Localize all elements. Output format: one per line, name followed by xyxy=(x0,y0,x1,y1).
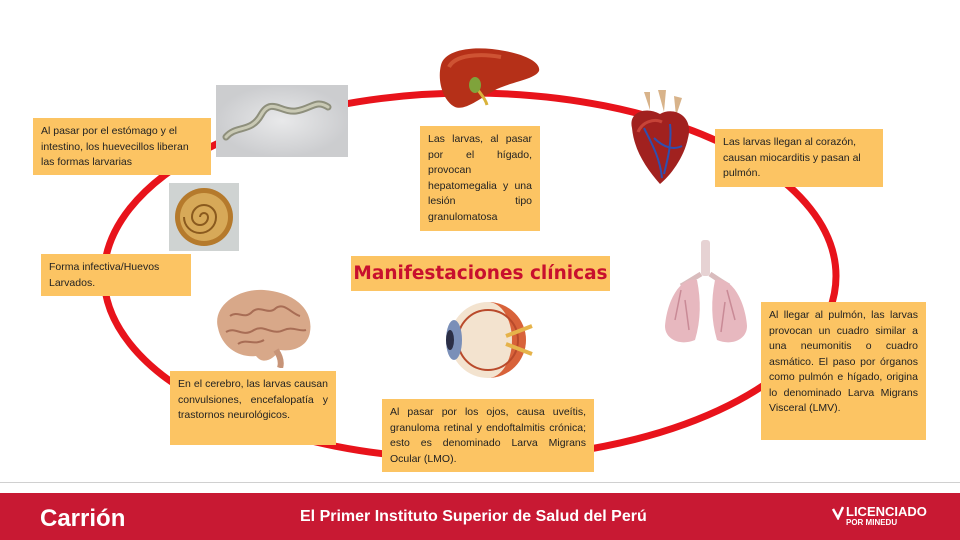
diagram-title: Manifestaciones clínicas xyxy=(351,256,610,291)
brand-logo: Carrión xyxy=(40,505,126,532)
liver-image xyxy=(439,48,540,108)
lung-step-text: Al llegar al pulmón, las larvas provocan… xyxy=(769,309,918,414)
licenciado-text: LICENCIADO xyxy=(846,504,927,519)
lungs-image xyxy=(665,240,747,343)
footer-divider xyxy=(0,482,960,483)
heart-step-text: Las larvas llegan al corazón, causan mio… xyxy=(723,136,861,179)
brain-image xyxy=(217,289,311,368)
infective-step-text: Forma infectiva/Huevos Larvados. xyxy=(49,261,160,289)
stomach-step-box: Al pasar por el estómago y el intestino,… xyxy=(33,118,211,175)
infective-step-box: Forma infectiva/Huevos Larvados. xyxy=(41,254,191,296)
minedu-text: POR MINEDU xyxy=(846,518,898,527)
footer-tagline: El Primer Instituto Superior de Salud de… xyxy=(300,508,647,525)
eye-step-box: Al pasar por los ojos, causa uveítis, gr… xyxy=(382,399,594,472)
heart-step-box: Las larvas llegan al corazón, causan mio… xyxy=(715,129,883,187)
checkmark-icon xyxy=(832,506,844,520)
larva-image xyxy=(216,85,348,157)
brain-step-box: En el cerebro, las larvas causan convuls… xyxy=(170,371,336,445)
footer-bar xyxy=(0,493,960,540)
stomach-step-text: Al pasar por el estómago y el intestino,… xyxy=(41,125,189,168)
eye-step-text: Al pasar por los ojos, causa uveítis, gr… xyxy=(390,406,586,465)
larvated-egg-image xyxy=(169,183,239,251)
liver-step-text: Las larvas, al pasar por el hígado, prov… xyxy=(428,133,532,223)
licenciado-badge: LICENCIADO POR MINEDU xyxy=(832,504,927,528)
heart-image xyxy=(631,90,690,184)
eye-image xyxy=(446,302,533,378)
brain-step-text: En el cerebro, las larvas causan convuls… xyxy=(178,378,328,421)
liver-step-box: Las larvas, al pasar por el hígado, prov… xyxy=(420,126,540,231)
lung-step-box: Al llegar al pulmón, las larvas provocan… xyxy=(761,302,926,440)
